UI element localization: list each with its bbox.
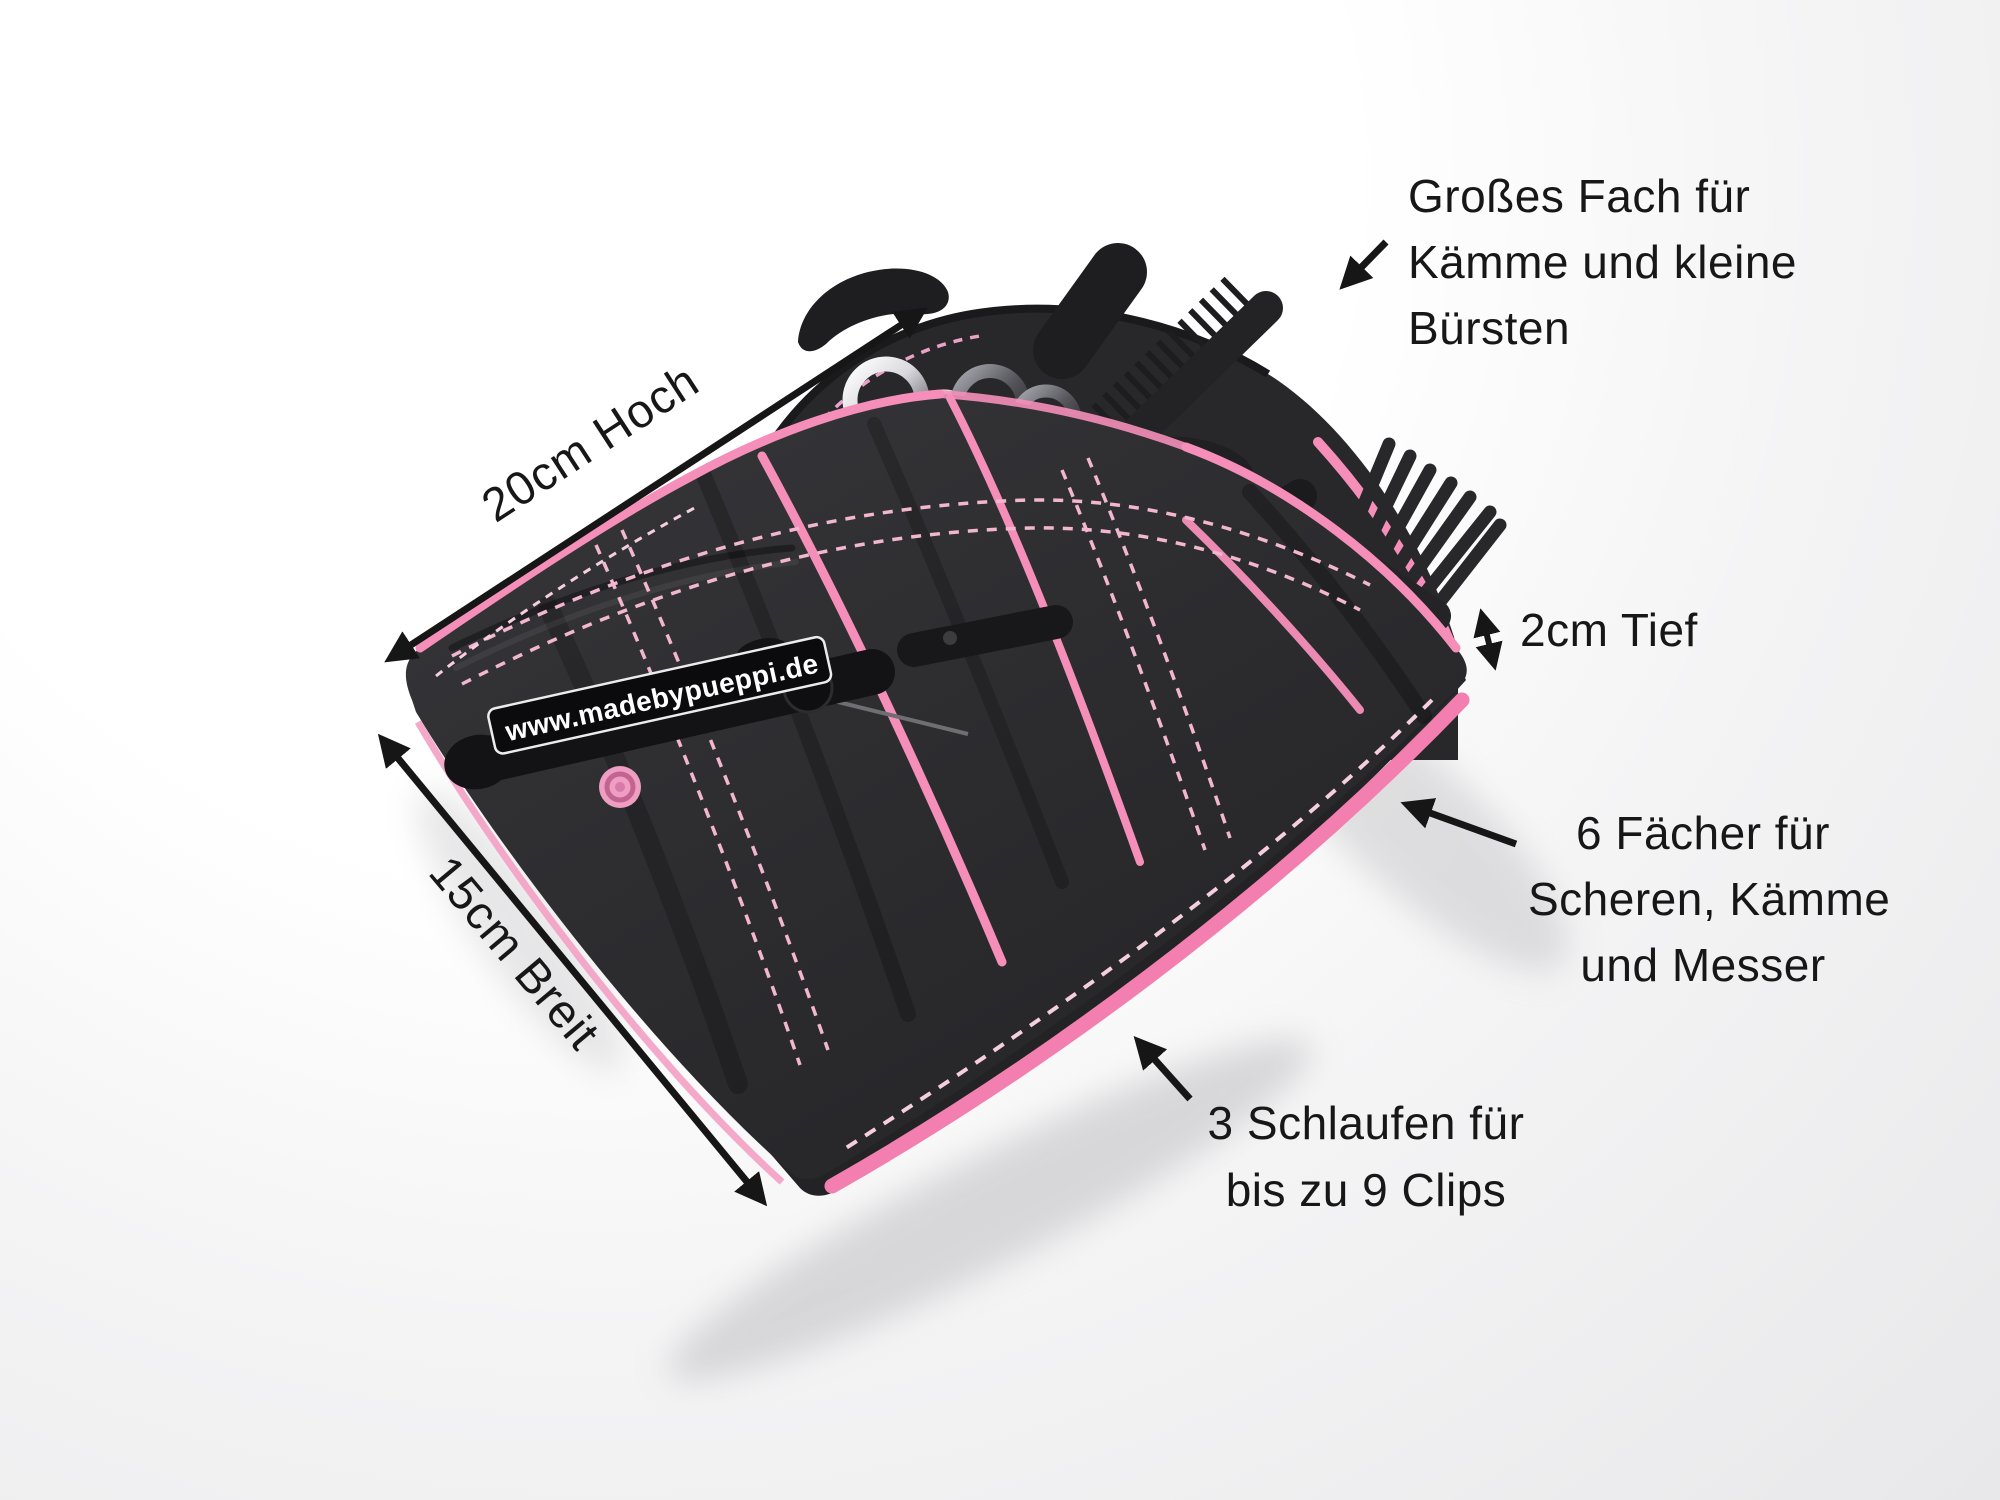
big-pocket-line: Bürsten [1408, 302, 1571, 354]
pink-snap-button [599, 766, 641, 808]
loops-line: 3 Schlaufen für [1207, 1097, 1525, 1149]
loops-arrow [1133, 1036, 1193, 1102]
compartments-arrow [1400, 798, 1518, 848]
depth-annotation: 2cm Tief [1520, 604, 1698, 656]
big-pocket-arrow [1339, 239, 1389, 290]
comb-end-icon [1033, 243, 1147, 379]
compartments-line: und Messer [1580, 939, 1826, 991]
compartments-line: Scheren, Kämme [1528, 873, 1891, 925]
big-pocket-annotation: Großes Fach für Kämme und kleine Bürsten [1408, 163, 1797, 361]
width-arrow [377, 733, 768, 1207]
depth-arrow [1473, 608, 1503, 671]
loops-line: bis zu 9 Clips [1225, 1164, 1507, 1216]
big-pocket-line: Kämme und kleine [1408, 236, 1797, 288]
height-arrow [384, 307, 928, 663]
compartments-line: 6 Fächer für [1576, 807, 1830, 859]
loops-annotation: 3 Schlaufen für bis zu 9 Clips [1173, 1090, 1559, 1224]
big-pocket-line: Großes Fach für [1408, 170, 1751, 222]
compartments-annotation: 6 Fächer für Scheren, Kämme und Messer [1528, 800, 1891, 998]
annotation-arrows [377, 239, 1518, 1207]
